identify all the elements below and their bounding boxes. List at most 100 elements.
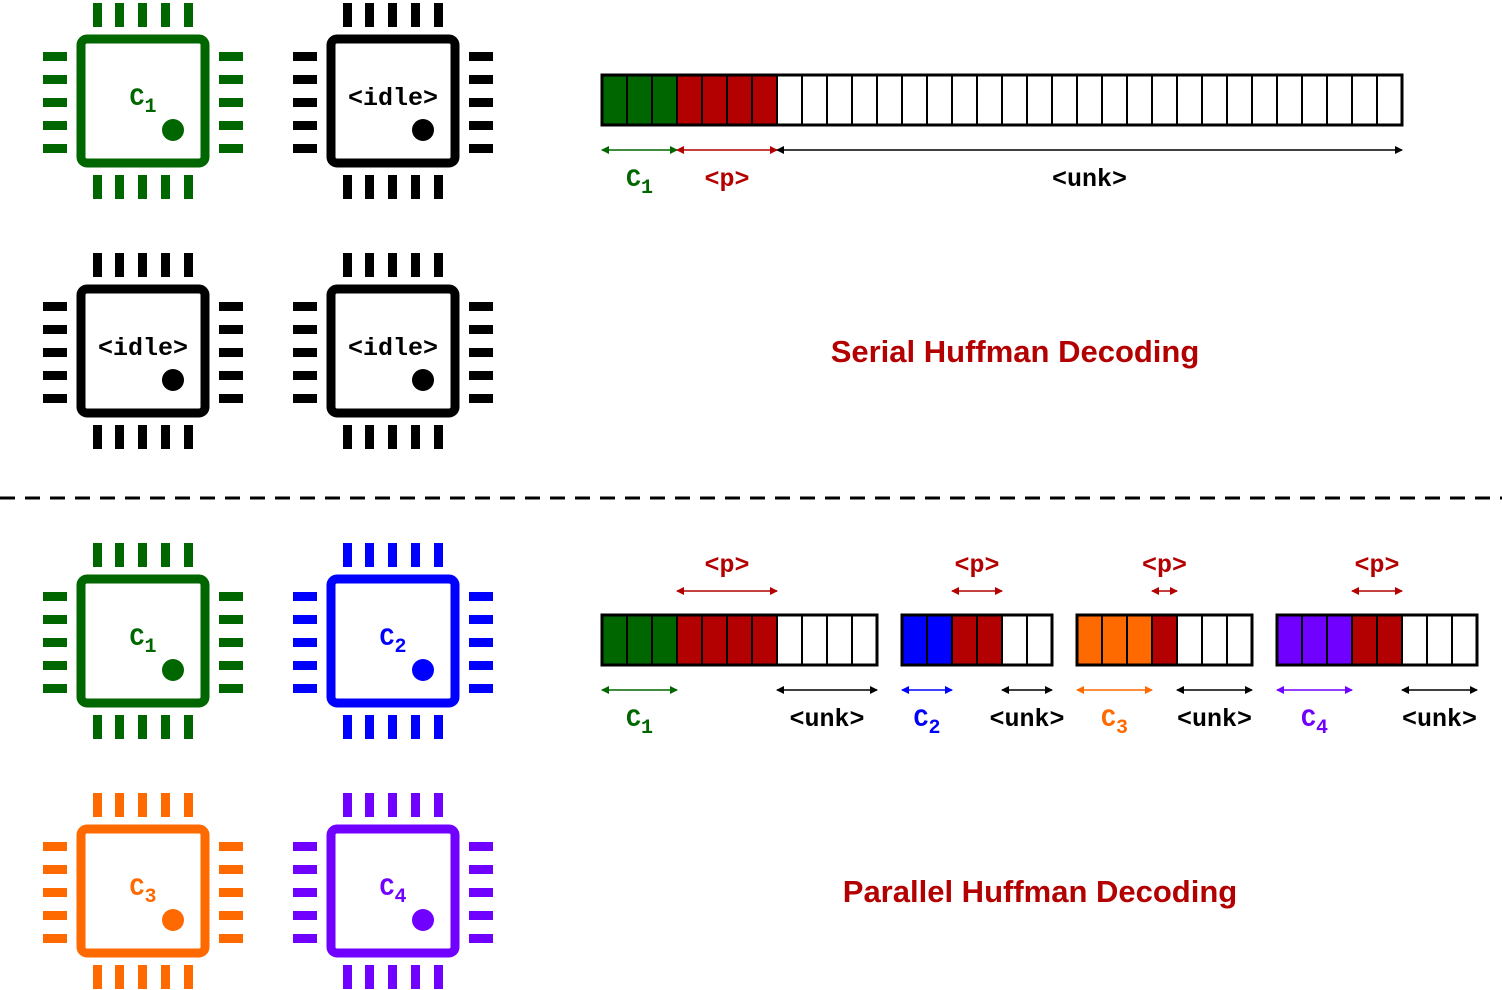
bit-cell xyxy=(1101,74,1128,126)
chip-pin-right xyxy=(469,592,493,601)
chip-label: C2 xyxy=(379,624,406,659)
bit-cell xyxy=(1351,74,1378,126)
chip-1: C1 xyxy=(43,543,243,739)
bit-cell xyxy=(1026,614,1053,666)
bit-cell xyxy=(601,74,628,126)
chip-pin-top xyxy=(434,793,443,817)
chip-pin-bottom xyxy=(343,175,352,199)
bit-cell xyxy=(901,74,928,126)
chip-pin-right xyxy=(469,638,493,647)
chip-pin-top xyxy=(115,793,124,817)
bitstream-outline xyxy=(1075,613,1254,667)
chip-pin-bottom xyxy=(434,175,443,199)
chip-pin-left xyxy=(293,52,317,61)
bit-cell xyxy=(851,614,878,666)
bit-cell xyxy=(751,614,778,666)
chip-pin-right xyxy=(219,121,243,130)
bit-cell xyxy=(1251,74,1278,126)
chip-pin-left xyxy=(43,615,67,624)
chip-1: C1 xyxy=(43,3,243,199)
chip-label-main: C xyxy=(379,874,394,903)
chip-pin-left xyxy=(43,98,67,107)
chip-pin-left xyxy=(293,842,317,851)
chip-pin-left xyxy=(293,615,317,624)
chip-pin-left xyxy=(293,592,317,601)
chip-pin-right xyxy=(219,325,243,334)
parallel-stream-4: C4<p><unk> xyxy=(1275,551,1479,740)
chip-pin-top xyxy=(343,253,352,277)
chip-label-subscript: 3 xyxy=(145,886,157,909)
serial-bitstream: C1<p><unk> xyxy=(600,73,1404,200)
chip-pin-right xyxy=(469,615,493,624)
chip-label-subscript: 1 xyxy=(145,636,157,659)
bit-cell xyxy=(601,614,628,666)
chip-pin-bottom xyxy=(138,175,147,199)
chip-pin-left xyxy=(293,75,317,84)
chip-pin-bottom xyxy=(184,425,193,449)
core-span-label-subscript: 2 xyxy=(929,717,941,740)
chip-label: <idle> xyxy=(348,334,438,363)
core-span-label: C3 xyxy=(1101,705,1128,740)
chip-pin-right xyxy=(219,888,243,897)
chip-pin-top xyxy=(161,543,170,567)
chip-pin-top xyxy=(93,3,102,27)
chip-pin-top xyxy=(161,793,170,817)
chip-3: C3 xyxy=(43,793,243,989)
chip-pin-left xyxy=(293,934,317,943)
chip-pin-top xyxy=(365,793,374,817)
bit-cell xyxy=(676,74,703,126)
chip-pin-right xyxy=(219,661,243,670)
chip-pin-bottom xyxy=(161,175,170,199)
chip-label-main: C xyxy=(129,624,144,653)
chip-pin-left xyxy=(293,865,317,874)
chip-pin-left xyxy=(43,911,67,920)
chip-dot xyxy=(412,659,434,681)
chip-dot xyxy=(412,909,434,931)
chip-pin-right xyxy=(469,661,493,670)
bit-cell xyxy=(1326,614,1353,666)
chip-pin-bottom xyxy=(161,965,170,989)
chip-pin-top xyxy=(388,793,397,817)
chip-pin-top xyxy=(388,3,397,27)
chip-pin-left xyxy=(293,348,317,357)
chip-dot xyxy=(162,119,184,141)
chip-pin-bottom xyxy=(138,965,147,989)
bit-cell xyxy=(1126,74,1153,126)
chip-pin-left xyxy=(43,75,67,84)
bit-cell xyxy=(676,614,703,666)
serial-cpu-grid: C1<idle><idle><idle> xyxy=(43,3,493,449)
chip-pin-top xyxy=(388,253,397,277)
chip-pin-bottom xyxy=(388,175,397,199)
bit-cell xyxy=(776,74,803,126)
chip-pin-right xyxy=(219,638,243,647)
chip-pin-bottom xyxy=(115,175,124,199)
chip-pin-left xyxy=(43,661,67,670)
chip-pin-top xyxy=(365,3,374,27)
chip-pin-bottom xyxy=(343,965,352,989)
chip-pin-left xyxy=(293,144,317,153)
bit-cell xyxy=(751,74,778,126)
p-span-label: <p> xyxy=(954,551,999,580)
bit-cell xyxy=(1126,614,1153,666)
bit-cell xyxy=(1276,74,1303,126)
chip-pin-top xyxy=(184,253,193,277)
core-span-label-subscript: 4 xyxy=(1316,717,1328,740)
bit-cell xyxy=(976,614,1003,666)
chip-pin-right xyxy=(219,684,243,693)
chip-pin-bottom xyxy=(365,425,374,449)
chip-label: C1 xyxy=(129,624,156,659)
core-span-label-main: C xyxy=(1101,705,1116,734)
bit-cell xyxy=(951,74,978,126)
chip-pin-bottom xyxy=(93,965,102,989)
chip-pin-top xyxy=(343,3,352,27)
chip-pin-right xyxy=(219,934,243,943)
chip-pin-left xyxy=(43,325,67,334)
chip-pin-bottom xyxy=(343,715,352,739)
chip-pin-right xyxy=(219,144,243,153)
bit-cell xyxy=(651,614,678,666)
chip-pin-bottom xyxy=(115,965,124,989)
serial-title: Serial Huffman Decoding xyxy=(831,334,1200,369)
chip-pin-right xyxy=(469,325,493,334)
chip-pin-bottom xyxy=(115,715,124,739)
chip-pin-right xyxy=(469,934,493,943)
